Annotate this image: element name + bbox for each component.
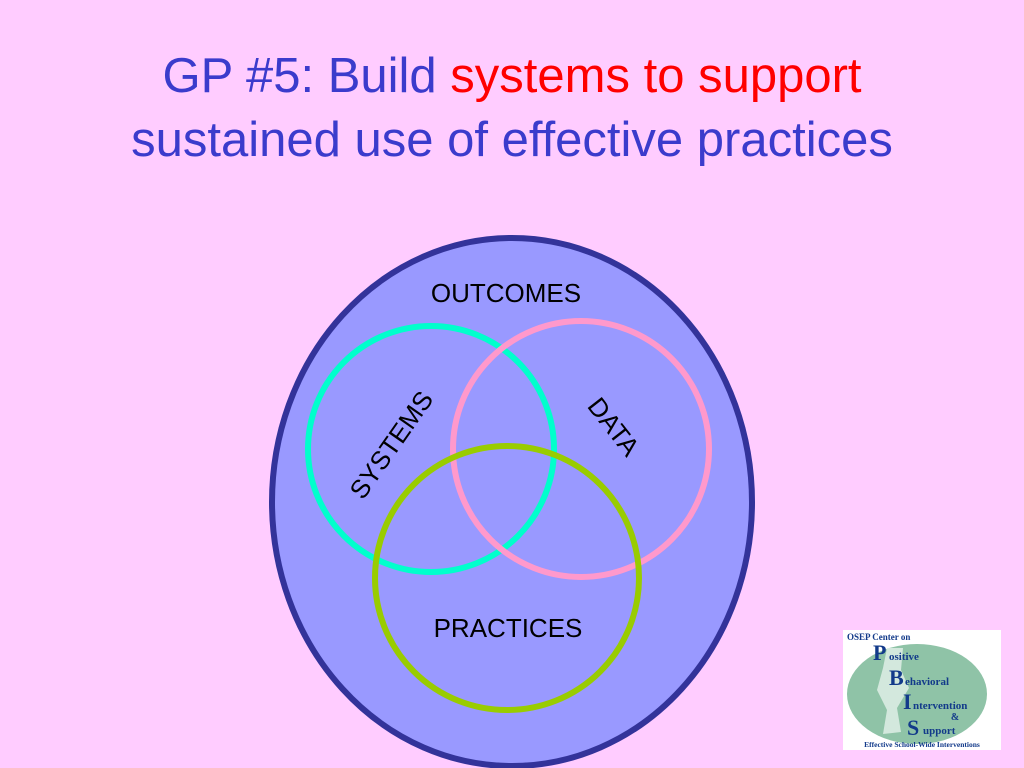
practices-circle <box>372 443 642 713</box>
logo-word-behavioral: ehavioral <box>905 676 949 688</box>
logo-word-positive: ositive <box>889 651 919 663</box>
slide-title: GP #5: Build systems to support sustaine… <box>0 44 1024 172</box>
logo-letter-i: I <box>903 689 912 714</box>
logo-map-icon <box>877 648 909 734</box>
logo-word-support: upport <box>923 725 956 737</box>
logo-letter-b: B <box>889 665 904 690</box>
logo-ampersand: & <box>951 712 959 723</box>
data-circle <box>450 318 712 580</box>
logo-top-line: OSEP Center on <box>847 632 910 642</box>
logo-letter-p: P <box>873 640 886 665</box>
outcomes-circle <box>269 235 755 768</box>
logo-word-intervention: ntervention <box>913 700 967 712</box>
title-line-2: sustained use of effective practices <box>131 113 893 167</box>
title-line-1: GP #5: Build systems to support <box>0 44 1024 108</box>
logo-green-oval <box>847 644 987 744</box>
logo-bottom-line: Effective School-Wide Interventions <box>864 740 980 749</box>
logo-letter-s: S <box>907 715 919 740</box>
outcomes-label: OUTCOMES <box>431 278 581 308</box>
pbis-logo: OSEP Center on P ositive B ehavioral I n… <box>843 630 1001 750</box>
title-accent: systems to support <box>450 49 862 103</box>
systems-circle <box>305 323 557 575</box>
title-prefix: GP #5: Build <box>162 49 451 103</box>
practices-label: PRACTICES <box>434 613 583 643</box>
pbis-logo-graphic: OSEP Center on P ositive B ehavioral I n… <box>847 632 987 749</box>
